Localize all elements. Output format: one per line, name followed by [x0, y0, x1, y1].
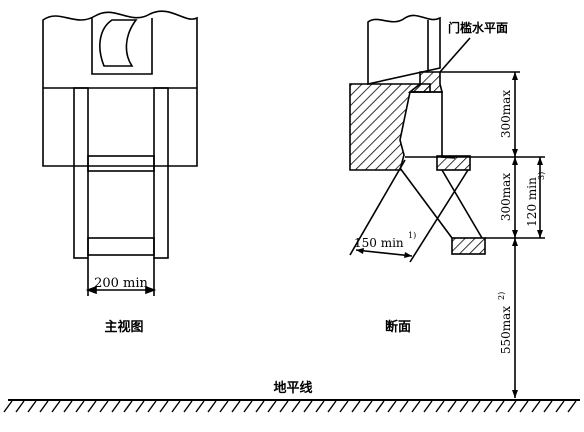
tread-extension — [349, 159, 406, 256]
front-view-label: 主视图 — [104, 319, 143, 335]
section-label: 断面 — [385, 319, 411, 335]
front-step — [87, 155, 155, 172]
ground-hatch-mark — [231, 400, 241, 413]
ground-hatch-mark — [87, 400, 97, 413]
sill-plane-label: 门槛水平面 — [448, 20, 508, 35]
sill-plane-leader — [439, 37, 471, 73]
front-body-outline — [42, 10, 198, 167]
ground-hatch-mark — [243, 400, 253, 413]
section-view — [349, 14, 545, 398]
tread-depth-dimension: 150 min — [354, 236, 404, 250]
arrowhead — [85, 285, 97, 295]
arrowhead — [404, 252, 412, 258]
top-rise-dimension: 300max — [499, 90, 513, 138]
section-step-lower — [451, 237, 486, 255]
ground-hatching — [3, 400, 577, 413]
front-door-recess — [91, 18, 153, 75]
section-body-outline — [367, 14, 441, 85]
front-view — [42, 10, 198, 296]
ground-hatch-mark — [471, 400, 481, 413]
ground-hatch-mark — [279, 400, 289, 413]
arrowhead — [356, 248, 364, 254]
arrowhead — [537, 230, 543, 238]
ground-hatch-mark — [267, 400, 277, 413]
ground-hatch-mark — [51, 400, 61, 413]
front-right-rail — [153, 87, 169, 259]
ground-hatch-mark — [195, 400, 205, 413]
ground-hatch-mark — [75, 400, 85, 413]
ground-hatch-mark — [567, 400, 577, 413]
ground-hatch-mark — [363, 400, 373, 413]
arrowhead — [145, 285, 157, 295]
ground-hatch-mark — [555, 400, 565, 413]
ground-hatch-mark — [15, 400, 25, 413]
ground-hatch-mark — [207, 400, 217, 413]
ground-hatch-mark — [423, 400, 433, 413]
ground-hatch-mark — [315, 400, 325, 413]
tread-dim-line — [355, 249, 413, 257]
tread-extension — [409, 169, 469, 263]
ground-hatch-mark — [411, 400, 421, 413]
ground-hatch-mark — [219, 400, 229, 413]
ground-hatch-mark — [399, 400, 409, 413]
ground-hatch-mark — [183, 400, 193, 413]
ground-hatch-mark — [495, 400, 505, 413]
ground-hatch-mark — [375, 400, 385, 413]
ground-hatch-mark — [327, 400, 337, 413]
ground-clearance-dimension: 550max — [499, 306, 513, 354]
ground-hatch-mark — [3, 400, 13, 413]
arrowhead — [512, 149, 518, 157]
arrowhead — [512, 390, 518, 398]
toe-clearance-dimension: 120 min — [525, 177, 539, 227]
section-step-upper — [436, 155, 471, 171]
ground-hatch-mark — [351, 400, 361, 413]
ground-hatch-mark — [111, 400, 121, 413]
ground-hatch-mark — [291, 400, 301, 413]
ground-hatch-mark — [63, 400, 73, 413]
front-left-rail — [73, 87, 89, 259]
arrowhead — [512, 238, 518, 246]
ground-hatch-mark — [123, 400, 133, 413]
ground-hatch-mark — [447, 400, 457, 413]
ground-hatch-mark — [99, 400, 109, 413]
arrowhead — [537, 157, 543, 165]
ground-line-label: 地平线 — [273, 380, 312, 396]
ground-hatch-mark — [435, 400, 445, 413]
tread-depth-note: 1) — [408, 231, 416, 240]
ground-hatch-mark — [387, 400, 397, 413]
ground-hatch-mark — [519, 400, 529, 413]
arrowhead — [512, 230, 518, 238]
section-sill-hatched — [407, 71, 444, 93]
ground-hatch-mark — [531, 400, 541, 413]
ground-hatch-mark — [507, 400, 517, 413]
ground-hatch-mark — [39, 400, 49, 413]
front-door-arch — [99, 19, 138, 67]
section-bracket — [410, 91, 456, 159]
ground-clearance-note: 2) — [497, 292, 506, 300]
ground-hatch-mark — [459, 400, 469, 413]
arrowhead — [512, 157, 518, 165]
ground-hatch-mark — [135, 400, 145, 413]
ground-hatch-mark — [255, 400, 265, 413]
ground-hatch-mark — [171, 400, 181, 413]
ground-hatch-mark — [303, 400, 313, 413]
toe-clearance-note: 3) — [537, 172, 546, 180]
step-width-dimension: 200 min — [94, 276, 148, 291]
ground-hatch-mark — [339, 400, 349, 413]
ground-hatch-mark — [27, 400, 37, 413]
section-bracket-slant — [399, 167, 483, 239]
step-rise-dimension: 300max — [499, 173, 513, 221]
front-step — [87, 237, 155, 256]
ground-hatch-mark — [147, 400, 157, 413]
arrowhead — [512, 72, 518, 80]
ground-hatch-mark — [159, 400, 169, 413]
ground-hatch-mark — [483, 400, 493, 413]
ground-hatch-mark — [543, 400, 553, 413]
section-arrowheads — [356, 72, 543, 398]
